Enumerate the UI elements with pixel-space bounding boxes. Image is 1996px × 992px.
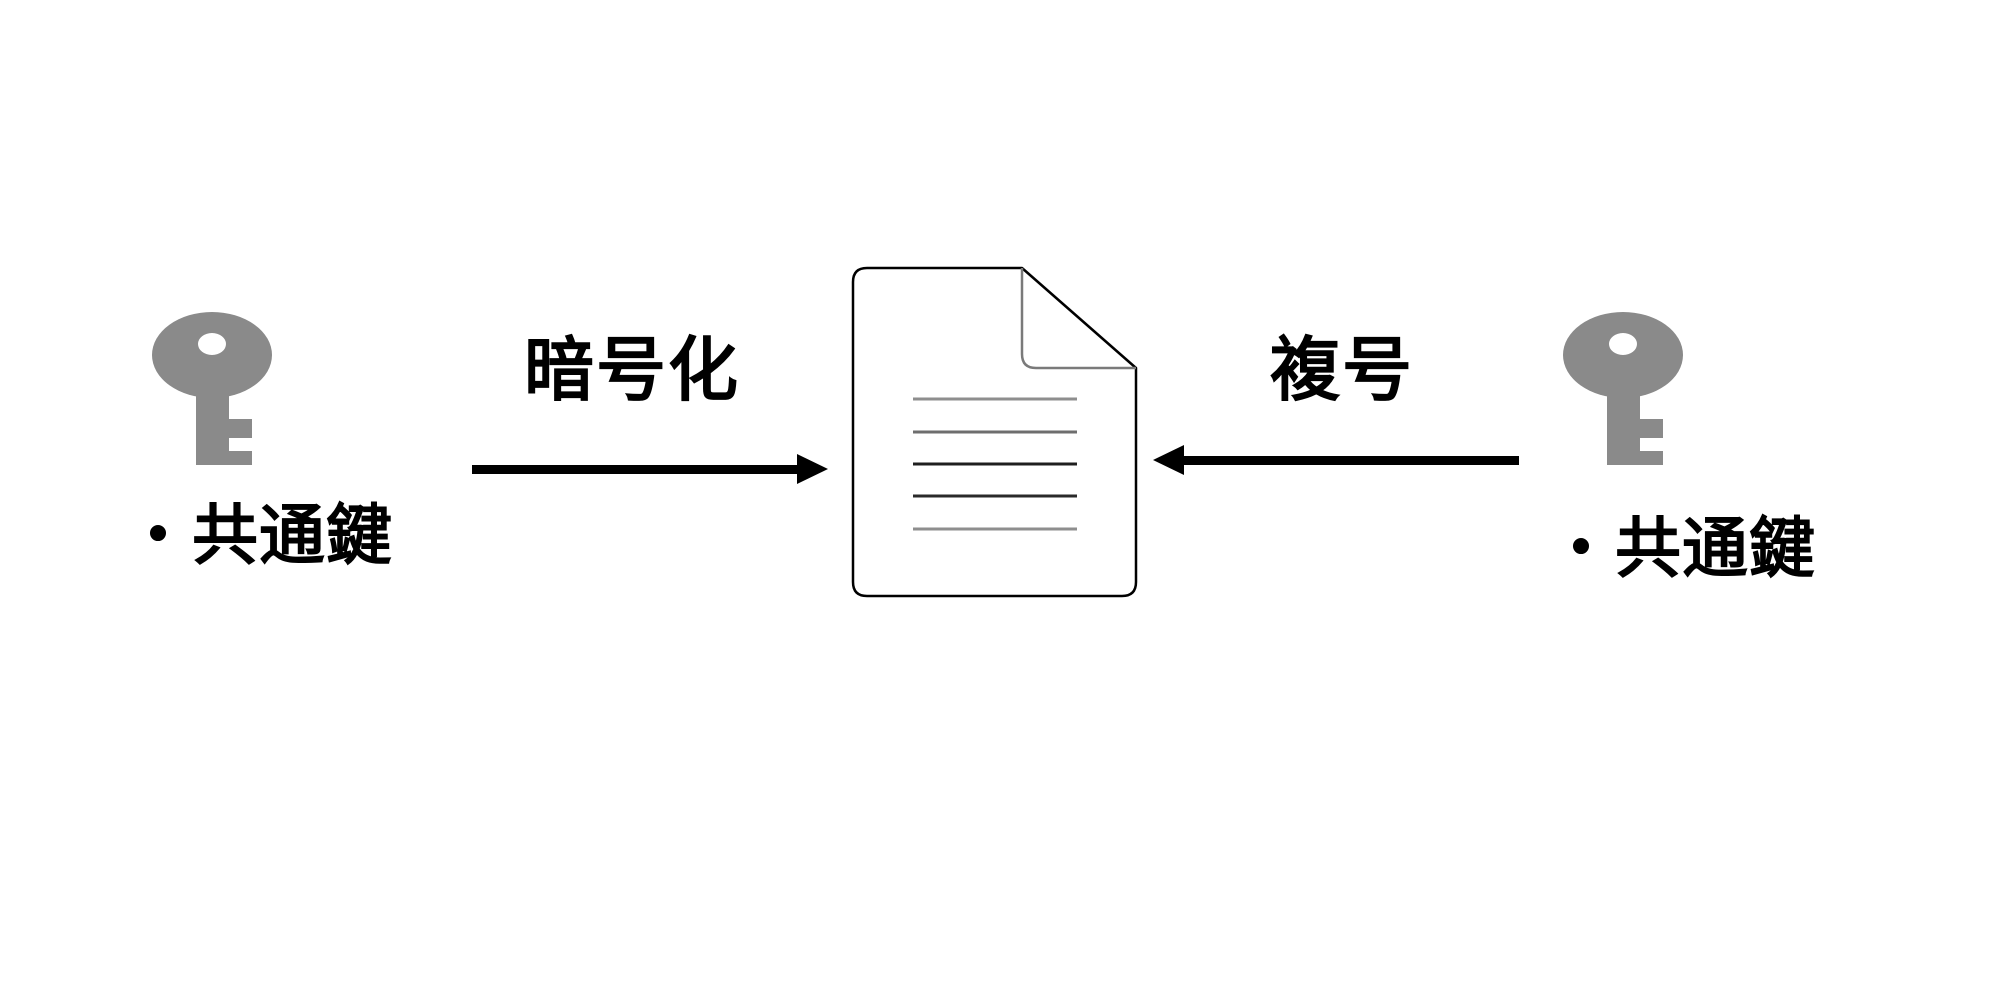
key-hole	[1609, 333, 1637, 355]
encrypt-label: 暗号化	[524, 331, 740, 409]
decrypt-label: 複号	[1270, 331, 1414, 409]
key-hole	[198, 333, 226, 355]
right-key-label: ・共通鍵	[1548, 511, 1816, 585]
key-icon	[1563, 312, 1683, 465]
arrow-shaft	[1181, 456, 1519, 465]
key-shaft	[196, 393, 229, 465]
arrow-head	[797, 454, 828, 484]
key-tooth	[227, 419, 252, 438]
key-tooth	[227, 451, 252, 465]
arrow-shaft	[472, 465, 800, 474]
key-tooth	[1638, 451, 1663, 465]
arrow-left-icon	[1153, 445, 1519, 475]
left-key-label: ・共通鍵	[125, 498, 393, 572]
document-icon	[851, 266, 1138, 598]
key-icon	[152, 312, 272, 465]
arrow-right-icon	[472, 454, 828, 484]
document-fold	[1020, 268, 1136, 370]
key-tooth	[1638, 419, 1663, 438]
key-shaft	[1607, 393, 1640, 465]
arrow-head	[1153, 445, 1184, 475]
